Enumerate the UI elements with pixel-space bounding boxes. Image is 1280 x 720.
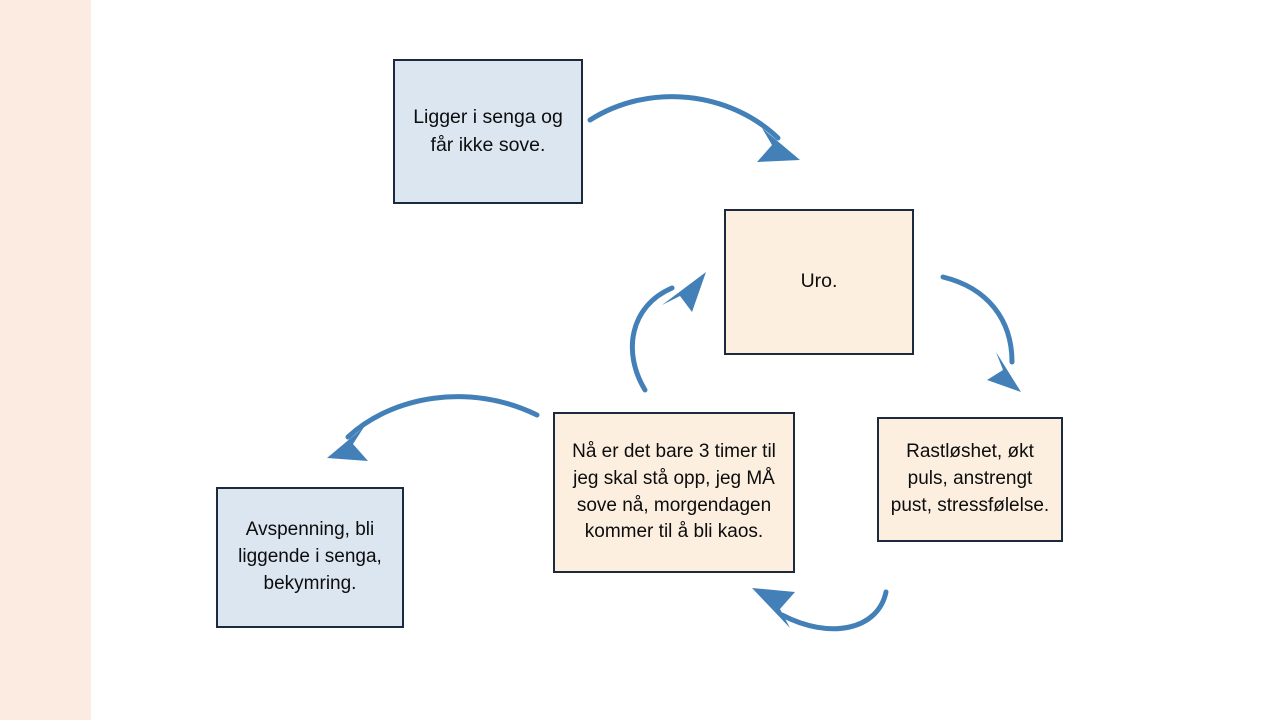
left-accent-strip (0, 0, 91, 720)
arrow-arousal-to-thought (752, 588, 889, 632)
node-rastloshet[interactable]: Rastløshet, økt puls, anstrengt pust, st… (877, 417, 1063, 542)
node-tanke-3-timer[interactable]: Nå er det bare 3 timer til jeg skal stå … (553, 412, 795, 573)
arrow-thought-to-uro (629, 272, 706, 393)
node-uro[interactable]: Uro. (724, 209, 914, 355)
node-ligger-i-senga[interactable]: Ligger i senga og får ikke sove. (393, 59, 583, 204)
arrow-uro-to-arousal (940, 274, 1021, 392)
arrow-sleep-to-uro (587, 94, 800, 162)
arrow-thought-to-relax (327, 394, 540, 461)
node-avspenning[interactable]: Avspenning, bli liggende i senga, bekymr… (216, 487, 404, 628)
